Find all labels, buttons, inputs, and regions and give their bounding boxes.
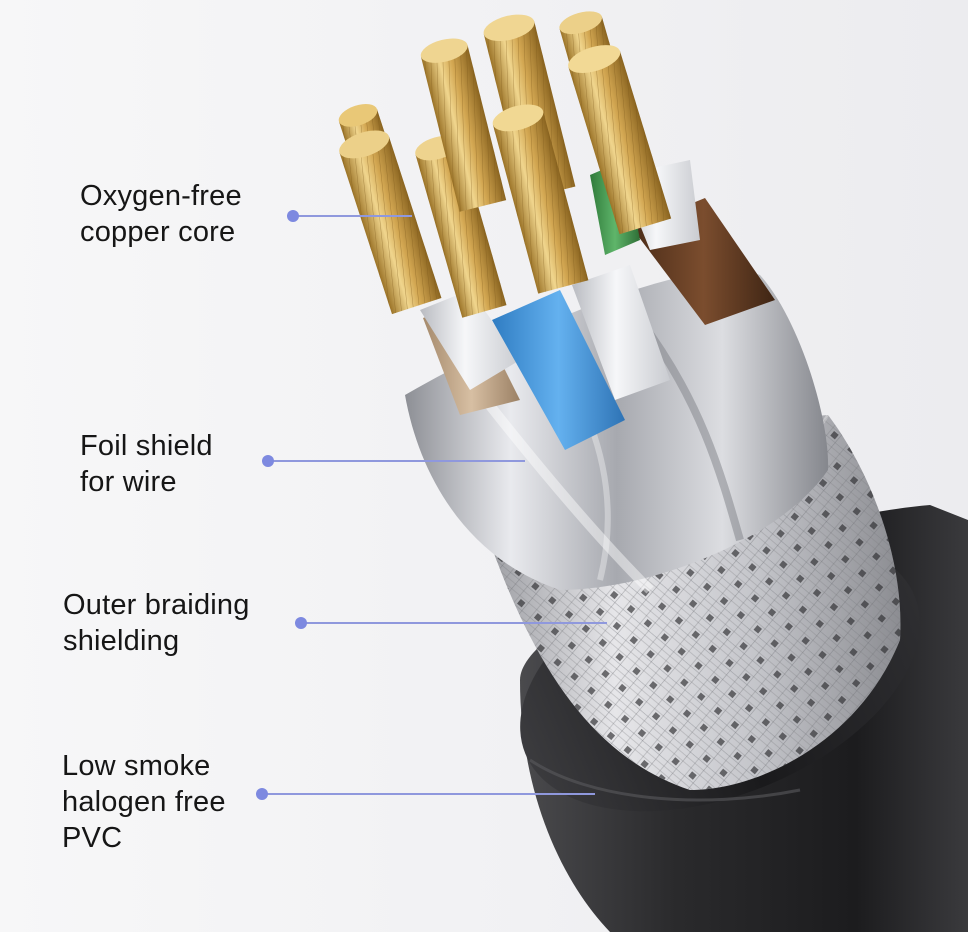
copper-core-label: Oxygen-free copper core bbox=[80, 180, 242, 248]
braid-shield-label: Outer braiding shielding bbox=[63, 589, 250, 657]
foil-marker-dot bbox=[262, 455, 274, 467]
foil-shield-label: Foil shield for wire bbox=[80, 430, 213, 498]
braid-marker-dot bbox=[295, 617, 307, 629]
leader-lines bbox=[256, 210, 607, 800]
copper-cores bbox=[338, 11, 672, 318]
jacket-marker-dot bbox=[256, 788, 268, 800]
core-marker-dot bbox=[287, 210, 299, 222]
pvc-jacket-label: Low smoke halogen free PVC bbox=[62, 750, 226, 854]
